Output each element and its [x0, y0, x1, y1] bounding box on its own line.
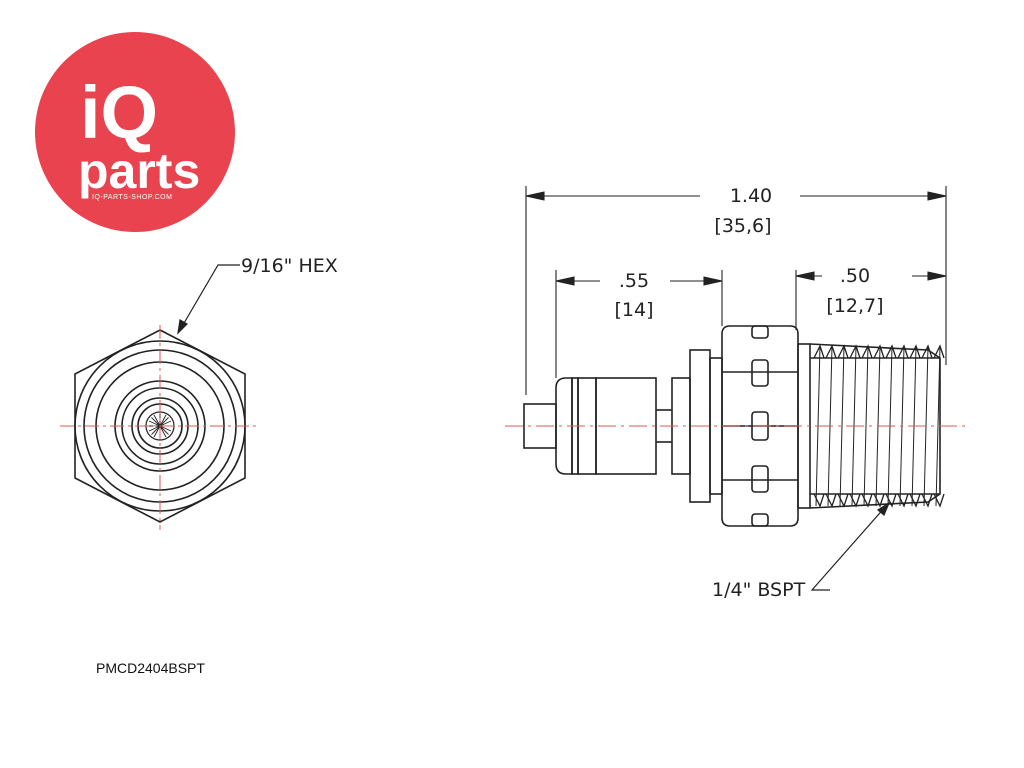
logo-url-text: IQ-PARTS-SHOP.COM: [92, 194, 172, 201]
arrow-thread-left: [795, 271, 815, 281]
hex-notch-1: [751, 325, 769, 339]
thread-crest-bottom: [825, 493, 837, 508]
thread-flank-line: [839, 345, 845, 507]
hex-leader: [177, 264, 240, 335]
thread-crest-top: [909, 344, 921, 359]
thread-crest-top: [837, 344, 849, 359]
thread-crest-bottom: [813, 493, 825, 508]
arrow-overall-left: [525, 191, 545, 201]
thread-leader: [810, 501, 891, 591]
logo-circle: [35, 32, 235, 232]
stem-body: [595, 377, 657, 475]
thread-crest-bottom: [933, 493, 945, 508]
arrow-overall-right: [927, 191, 947, 201]
thread-crest-bottom: [849, 493, 861, 508]
logo-iq-text: iQ: [80, 71, 158, 154]
dimension-lines: [525, 186, 947, 395]
thread-crest-bottom: [837, 493, 849, 508]
hex-notch-4: [751, 465, 769, 493]
hex-outline: [74, 329, 246, 523]
thread-flank-line: [935, 345, 941, 507]
dim-overall-value: 1.40: [730, 185, 772, 207]
thread-flank-line: [863, 345, 869, 507]
thread-crest-top: [825, 344, 837, 359]
arrow-stem-left: [555, 276, 575, 286]
end-view-centerlines: [60, 325, 260, 530]
dim-thread-value: .50: [840, 265, 870, 287]
dim-stem-metric: [14]: [614, 299, 653, 321]
thread-label: 1/4" BSPT: [712, 579, 806, 601]
arrow-stem-right: [703, 276, 723, 286]
arrow-thread-right: [927, 271, 947, 281]
logo-parts-text: parts: [78, 143, 200, 199]
thread-crest-top: [813, 344, 825, 359]
thread-crest-top: [849, 344, 861, 359]
thread-crest-bottom: [921, 493, 933, 508]
hex-label: 9/16" HEX: [241, 255, 338, 277]
thread-crest-top: [933, 344, 945, 359]
part-number: PMCD2404BSPT: [96, 660, 205, 676]
hex-notch-5: [751, 513, 769, 527]
thread-crest-top: [921, 344, 933, 359]
hex-body: [721, 325, 799, 527]
hex-notch-2: [751, 359, 769, 387]
iq-parts-logo: iQ parts IQ-PARTS-SHOP.COM: [35, 32, 235, 232]
dim-stem-value: .55: [619, 270, 649, 292]
dim-overall-metric: [35,6]: [714, 215, 771, 237]
thread-crest-bottom: [909, 493, 921, 508]
dim-thread-metric: [12,7]: [826, 295, 883, 317]
